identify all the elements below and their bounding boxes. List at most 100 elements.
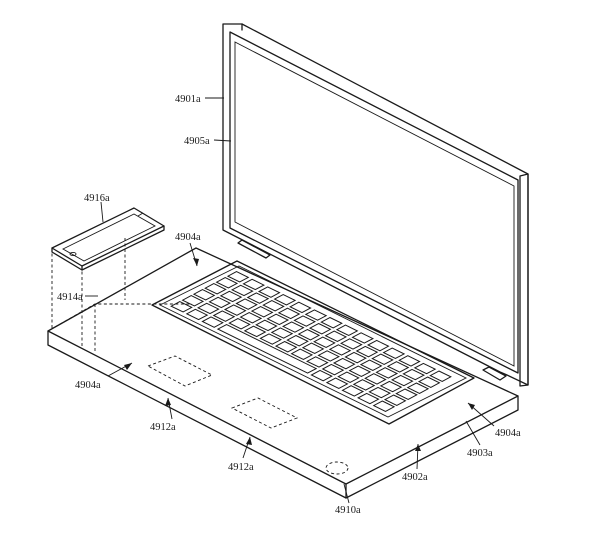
keyboard-key <box>402 368 426 381</box>
keyboard-key <box>208 296 232 309</box>
keyboard-key <box>320 316 343 329</box>
front-sensor-circle <box>325 461 349 475</box>
keyboard-key <box>359 359 383 371</box>
keyboard-key <box>281 321 305 333</box>
keyboard-key <box>379 380 403 393</box>
label-base-right-edge: 4903a <box>467 448 493 459</box>
keyboard-key <box>317 350 341 362</box>
keyboard-key <box>383 394 407 406</box>
keyboard-key <box>293 315 317 327</box>
label-display-housing: 4901a <box>175 94 201 105</box>
input-region-outline <box>54 303 192 328</box>
keyboard-key <box>230 284 254 297</box>
keyboard-key <box>289 301 312 314</box>
keyboard-key <box>368 386 392 399</box>
keyboard-key <box>406 382 430 394</box>
keyboard-key <box>185 308 209 321</box>
keyboard-key <box>243 325 267 338</box>
phone-device <box>51 207 165 271</box>
keyboard-key <box>235 298 258 310</box>
keyboard-keys <box>170 271 452 412</box>
label-trackpad-lower: 4912a <box>228 462 254 473</box>
label-phone-column: 4914a <box>57 292 83 303</box>
keyboard-key <box>364 373 387 385</box>
keyboard-key <box>332 357 356 370</box>
label-keyboard-area: 4904a <box>175 232 201 243</box>
keyboard-key <box>301 342 325 355</box>
sensor-region-upper <box>146 355 214 387</box>
keyboard-key <box>266 313 290 326</box>
keyboard-key <box>310 369 333 382</box>
keyboard-key <box>337 371 360 383</box>
keyboard-key <box>219 290 243 303</box>
keyboard-key <box>352 379 376 391</box>
keyboard-key <box>351 332 375 344</box>
keyboard-key <box>390 374 414 387</box>
keyboard-key <box>273 294 297 306</box>
keyboard-key <box>250 306 274 318</box>
keyboard-key <box>270 327 294 339</box>
label-display-screen: 4905a <box>184 136 210 147</box>
keyboard-key <box>308 322 332 335</box>
keyboard-key <box>274 340 298 353</box>
keyboard-well <box>151 260 475 425</box>
keyboard-key <box>339 338 363 350</box>
keyboard-key <box>239 312 263 324</box>
keyboard-key <box>371 353 394 365</box>
keyboard-key <box>356 392 380 405</box>
label-base-left: 4904a <box>75 380 101 391</box>
keyboard-key <box>375 367 399 379</box>
keyboard-key <box>325 377 349 389</box>
keyboard-key <box>223 304 247 316</box>
keyboard-key <box>372 400 396 412</box>
keyboard-key <box>192 289 216 301</box>
keyboard-key <box>255 319 278 332</box>
label-phone: 4916a <box>84 193 110 204</box>
keyboard-key <box>196 302 220 315</box>
keyboard-key <box>386 361 410 373</box>
keyboard-key <box>262 300 285 312</box>
keyboard-key <box>417 376 441 388</box>
label-front-surface: 4902a <box>402 472 428 483</box>
label-base-right: 4904a <box>495 428 521 439</box>
keyboard-key <box>324 330 348 343</box>
keyboard-key <box>341 385 365 397</box>
keyboard-key <box>344 351 367 364</box>
keyboard-key <box>355 345 379 358</box>
keyboard-key <box>286 334 309 347</box>
keyboard-key <box>398 355 421 367</box>
keyboard-key <box>321 363 345 376</box>
keyboard-key <box>242 278 266 291</box>
keyboard-key <box>328 344 352 356</box>
leader-arrows <box>124 258 475 451</box>
phone-column <box>51 238 126 348</box>
keyboard-key <box>290 348 314 361</box>
keyboard-key <box>313 336 336 349</box>
keyboard-key <box>305 356 329 368</box>
keyboard-key <box>335 324 359 337</box>
leader-lines <box>85 97 495 504</box>
keyboard-key <box>204 283 227 295</box>
label-front-corner: 4910a <box>335 505 361 516</box>
sensor-region-lower <box>230 397 299 429</box>
laptop-base <box>47 247 519 499</box>
keyboard-key <box>212 310 236 322</box>
keyboard-key <box>226 271 250 283</box>
keyboard-key <box>304 309 328 321</box>
keyboard-key <box>257 286 281 298</box>
keyboard-key <box>201 316 224 328</box>
keyboard-key <box>228 318 251 330</box>
keyboard-key <box>382 347 406 359</box>
keyboard-key <box>277 307 301 320</box>
keyboard-key <box>366 339 390 352</box>
keyboard-key <box>413 362 437 375</box>
keyboard-key <box>246 292 270 304</box>
keyboard-key <box>348 365 372 377</box>
keyboard-key <box>395 388 418 400</box>
space-bar-key <box>216 324 318 374</box>
keyboard-key <box>429 370 452 382</box>
display-housing <box>222 23 529 387</box>
label-trackpad-upper: 4912a <box>150 422 176 433</box>
keyboard-key <box>215 277 239 289</box>
